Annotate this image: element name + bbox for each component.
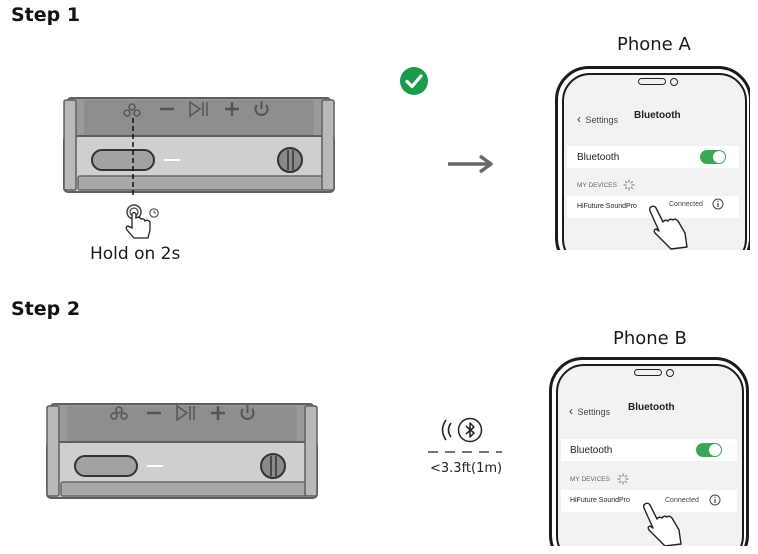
bluetooth-row — [567, 146, 739, 168]
device-status: Connected — [665, 497, 699, 504]
distance-label: <3.3ft(1m) — [430, 461, 503, 476]
device-name: HiFuture SoundPro — [577, 203, 637, 210]
bluetooth-icon — [457, 417, 483, 443]
phone-a-label: Phone A — [617, 34, 691, 55]
pointing-hand-icon — [648, 205, 688, 250]
loading-spinner-icon — [623, 179, 635, 191]
bluetooth-label: Bluetooth — [577, 152, 620, 163]
back-button[interactable]: ‹ Settings — [577, 112, 618, 126]
phone-b: ‹ Settings Bluetooth Bluetooth MY DEVICE… — [549, 357, 749, 546]
play-pause-icon — [189, 100, 208, 118]
my-devices-header: MY DEVICES — [570, 476, 610, 483]
timer-icon — [149, 208, 159, 218]
nav-title: Bluetooth — [634, 110, 681, 121]
device-status: Connected — [669, 201, 703, 208]
nav-title: Bluetooth — [628, 402, 675, 413]
step1-title: Step 1 — [11, 4, 81, 26]
back-button[interactable]: ‹ Settings — [569, 404, 610, 418]
speaker-step1 — [63, 97, 335, 196]
bluetooth-row — [561, 439, 737, 461]
plus-icon — [225, 102, 239, 116]
bluetooth-toggle[interactable] — [696, 443, 722, 457]
back-label: Settings — [577, 407, 610, 417]
info-icon[interactable] — [712, 198, 724, 210]
speaker-step2 — [46, 403, 318, 499]
signal-waves-icon — [441, 419, 452, 441]
power-icon — [254, 101, 269, 116]
info-icon[interactable] — [709, 494, 721, 506]
device-row[interactable] — [561, 490, 737, 512]
my-devices-header: MY DEVICES — [577, 182, 617, 189]
bt-pair-button-icon — [123, 103, 141, 117]
distance-dashed-line — [428, 451, 502, 453]
device-name: HiFuture SoundPro — [570, 497, 630, 504]
bluetooth-toggle[interactable] — [700, 150, 726, 164]
plus-icon — [211, 406, 225, 420]
phone-a: ‹ Settings Bluetooth Bluetooth MY DEVICE… — [555, 66, 750, 250]
pointing-hand-icon — [125, 204, 151, 239]
pointing-hand-icon — [642, 502, 682, 546]
step2-title: Step 2 — [11, 298, 81, 320]
back-label: Settings — [585, 115, 618, 125]
power-icon — [240, 405, 255, 420]
bluetooth-label: Bluetooth — [570, 445, 613, 456]
hold-caption: Hold on 2s — [90, 244, 181, 264]
phone-b-label: Phone B — [613, 328, 687, 349]
loading-spinner-icon — [617, 473, 629, 485]
check-circle-icon — [400, 67, 428, 95]
arrow-right-icon — [448, 154, 493, 174]
play-pause-icon — [176, 404, 195, 422]
bt-pair-button-icon — [110, 406, 128, 420]
